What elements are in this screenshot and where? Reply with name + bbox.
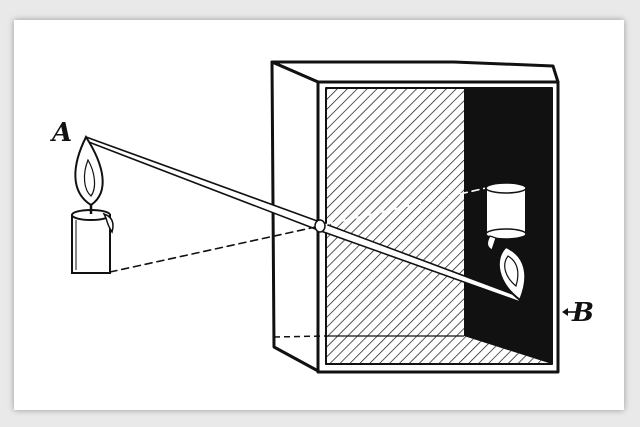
ray-bottom-dashed-outside	[109, 225, 321, 273]
label-b-group: B	[562, 298, 594, 328]
label-b: B	[571, 298, 594, 328]
candle-drip	[102, 212, 114, 234]
label-b-arrowhead	[562, 308, 568, 316]
pinhole	[314, 219, 326, 233]
candle-image-inverted	[485, 182, 527, 302]
label-a: A	[49, 118, 72, 148]
candle-object	[71, 134, 114, 274]
ray-bottom-dashed-inside	[319, 187, 487, 227]
hidden-edge-bottom	[273, 335, 327, 338]
box-top-face	[270, 60, 560, 84]
box	[270, 60, 560, 374]
interior-wall-hatched	[326, 88, 464, 336]
label-a-group: A	[49, 118, 72, 148]
candle-body	[71, 214, 111, 274]
interior-floor-hatched	[326, 336, 552, 364]
image-candle-body	[485, 187, 527, 235]
